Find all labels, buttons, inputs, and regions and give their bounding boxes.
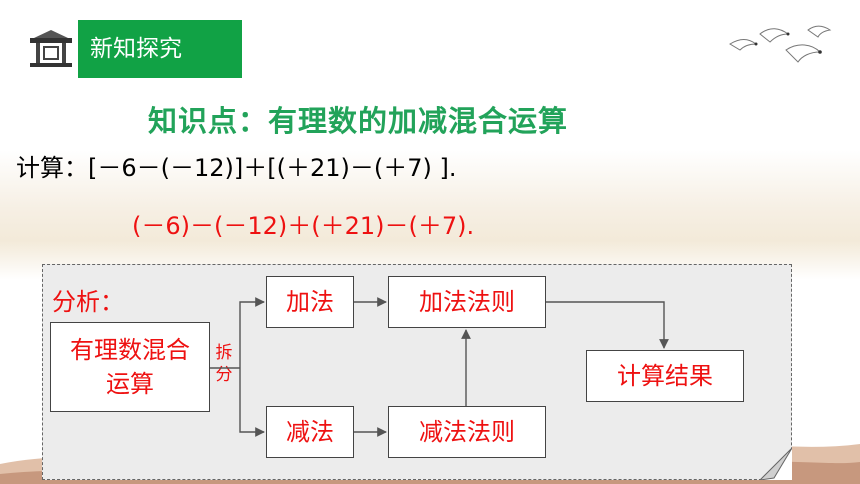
node-subtraction: 减法 — [266, 406, 354, 458]
node-mixed-operation: 有理数混合运算 — [50, 322, 210, 412]
cranes-decoration — [729, 25, 832, 63]
node-addition-rule: 加法法则 — [388, 276, 546, 328]
background-band — [0, 150, 860, 280]
topic-title: 知识点：有理数的加减混合运算 — [148, 104, 569, 138]
node-subtraction-rule-label: 减法法则 — [419, 418, 515, 446]
pavilion-icon — [30, 30, 72, 67]
node-result: 计算结果 — [586, 350, 744, 402]
node-subtraction-rule: 减法法则 — [388, 406, 546, 458]
page-curl-decoration — [760, 448, 792, 480]
node-subtraction-label: 减法 — [286, 418, 334, 446]
node-addition-rule-label: 加法法则 — [419, 288, 515, 316]
node-addition-label: 加法 — [286, 288, 334, 316]
node-mixed-operation-label: 有理数混合运算 — [70, 336, 190, 398]
node-addition: 加法 — [266, 276, 354, 328]
transformed-expression: (－6)－(－12)＋(＋21)－(＋7). — [132, 212, 475, 240]
node-result-label: 计算结果 — [617, 362, 713, 390]
split-label: 拆分 — [215, 343, 233, 385]
problem-text: 计算：[－6－(－12)]＋[(＋21)－(＋7) ]. — [16, 154, 457, 182]
analysis-label: 分析： — [52, 288, 124, 316]
section-tab: 新知探究 — [78, 20, 242, 78]
